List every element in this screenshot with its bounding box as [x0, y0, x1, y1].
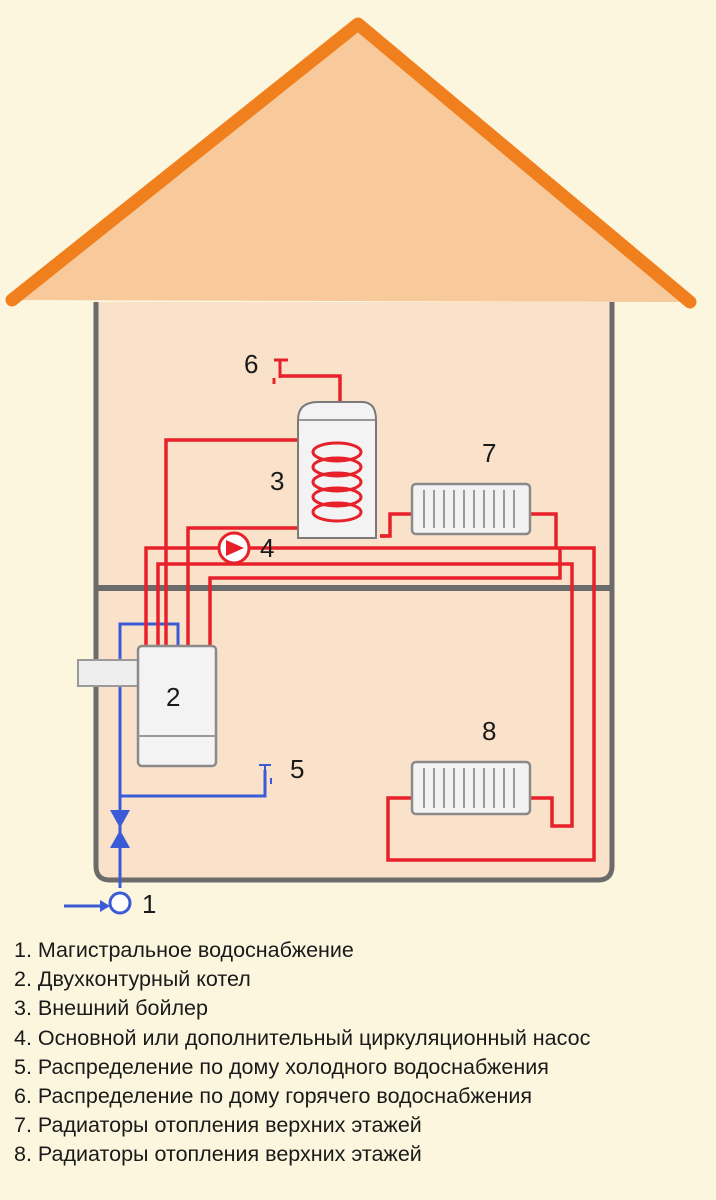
roof-edge [5, 17, 697, 309]
circulation-pump-icon [217, 531, 251, 565]
label-7: 7 [482, 438, 496, 468]
label-6: 6 [244, 349, 258, 379]
inlet-arrow-icon [100, 900, 110, 912]
legend-item-8: 8. Радиаторы отопления верхних этажей [14, 1142, 422, 1167]
legend-item-7: 7. Радиаторы отопления верхних этажей [14, 1113, 422, 1138]
coil-icon [311, 441, 363, 523]
legend-item-4: 4. Основной или дополнительный циркуляци… [14, 1025, 591, 1050]
label-3: 3 [270, 466, 284, 496]
legend-item-3: 3. Внешний бойлер [14, 996, 208, 1021]
house-outline [93, 302, 615, 883]
hot-tap-icon [272, 358, 288, 384]
radiator-upper [410, 482, 532, 536]
legend-list: 1. Магистральное водоснабжение 2. Двухко… [14, 936, 714, 1170]
hot-pipes [144, 374, 596, 862]
label-5: 5 [290, 754, 304, 784]
cold-tap-icon [259, 764, 272, 784]
label-1: 1 [142, 889, 156, 919]
valve-icon [110, 810, 130, 848]
label-8: 8 [482, 716, 496, 746]
legend-item-1: 1. Магистральное водоснабжение [14, 938, 354, 962]
house-heating-diagram: 1 2 3 4 5 6 7 8 [5, 17, 697, 919]
legend-item-5: 5. Распределение по дому холодного водос… [14, 1054, 549, 1079]
label-4: 4 [260, 533, 274, 563]
label-2: 2 [166, 682, 180, 712]
radiator-lower [410, 760, 532, 816]
external-boiler [297, 401, 377, 539]
legend-item-6: 6. Распределение по дому горячего водосн… [14, 1084, 533, 1109]
mains-inlet-icon [108, 891, 132, 915]
legend-item-2: 2. Двухконтурный котел [14, 967, 251, 992]
double-circuit-boiler [77, 644, 218, 768]
roof [12, 24, 690, 302]
